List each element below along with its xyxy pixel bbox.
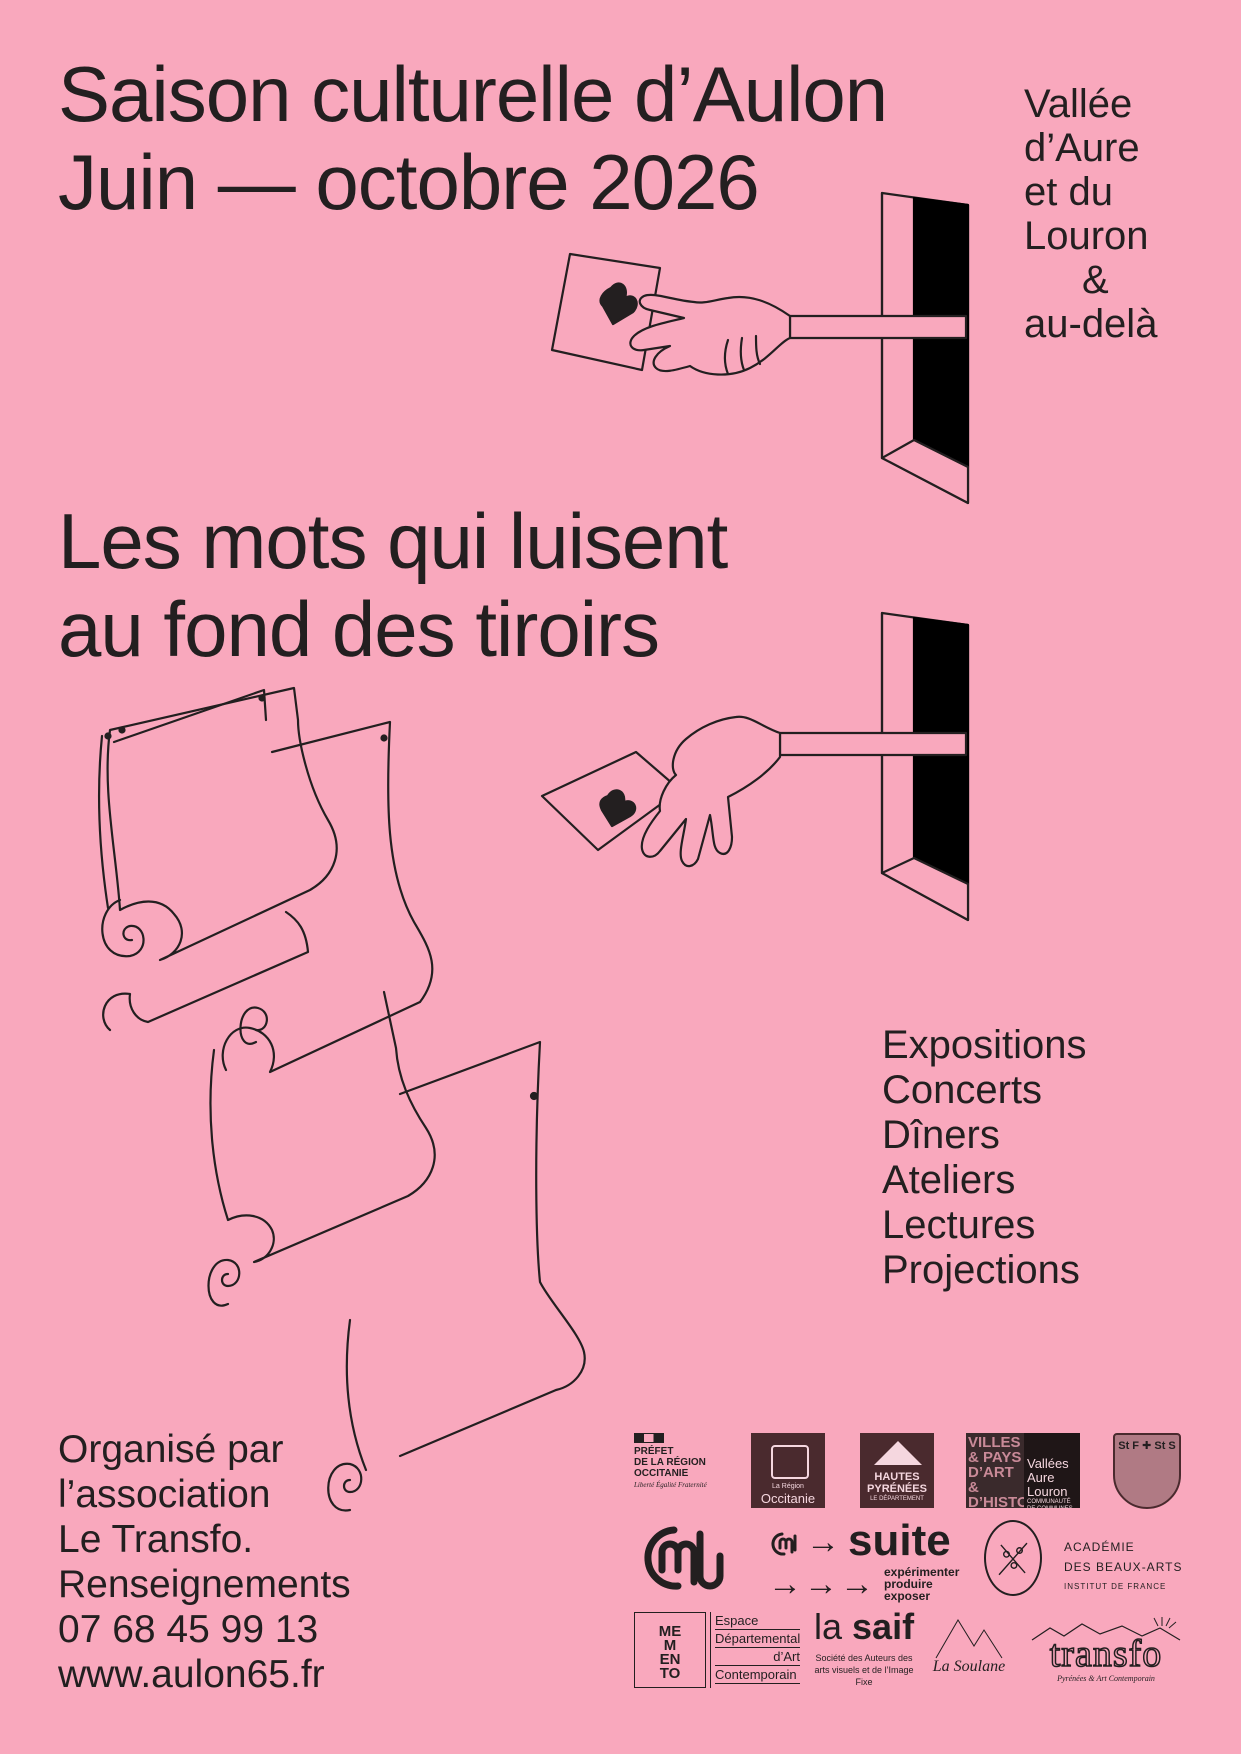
saif-logo: la saif — [814, 1606, 915, 1647]
cnap-small-icon — [771, 1532, 797, 1556]
region-line: au-delà — [1024, 302, 1158, 346]
title-line-2: Juin — octobre 2026 — [58, 138, 760, 226]
la-soulane-logo: La Soulane — [928, 1612, 1010, 1688]
prefet-occitanie-logo: PRÉFET DE LA RÉGION OCCITANIE Liberté Ég… — [634, 1433, 726, 1511]
activity-item: Dîners — [882, 1113, 1000, 1157]
subtitle-line-1: Les mots qui luisent — [58, 497, 728, 585]
region-line: Vallée — [1024, 82, 1133, 126]
mountain-icon — [874, 1441, 922, 1465]
organizer-line: Le Transfo. — [58, 1518, 254, 1561]
window-illustration-top — [880, 191, 970, 505]
saif-tagline: Société des Auteurs des arts visuels et … — [814, 1653, 914, 1687]
hand-card-illustration-top — [550, 252, 968, 376]
academie-beaux-arts-logo: ACADÉMIE DES BEAUX-ARTS INSTITUT DE FRAN… — [1064, 1540, 1183, 1591]
activity-item: Concerts — [882, 1068, 1043, 1112]
hand-card-illustration-bottom — [540, 715, 968, 868]
main-title: Saison culturelle d’Aulon Juin — octobre… — [58, 50, 888, 226]
organizer-line: Renseignements — [58, 1563, 351, 1606]
phone-number[interactable]: 07 68 45 99 13 — [58, 1608, 319, 1651]
aulon-coat-of-arms-logo: St F ✚ St S — [1113, 1433, 1181, 1509]
espace-departemental-logo: Espace Départemental d’Art Contemporain — [710, 1612, 800, 1688]
region-ampersand: & — [1082, 258, 1109, 302]
arrow-right-icon: → — [806, 1523, 840, 1561]
exhibition-title: Les mots qui luisent au fond des tiroirs — [58, 497, 728, 673]
villes-pays-art-histoire-logo: VILLES & PAYS D’ART & D’HISTOIRE — [966, 1433, 1024, 1508]
region-line: et du — [1024, 170, 1113, 214]
region-occitanie-logo: La Région Occitanie — [751, 1433, 825, 1508]
organizer-line: Organisé par — [58, 1428, 284, 1471]
region-text: Vallée d’Aure et du Louron & au-delà — [1024, 82, 1157, 346]
region-line: d’Aure — [1024, 126, 1140, 170]
organizer-info: Organisé par l’association Le Transfo. R… — [58, 1427, 351, 1697]
cnap-logo — [644, 1526, 724, 1590]
activity-item: Projections — [882, 1248, 1080, 1292]
suite-logo-word: suite — [848, 1516, 951, 1565]
region-line: Louron — [1024, 214, 1149, 258]
title-line-1: Saison culturelle d’Aulon — [58, 50, 888, 138]
memento-logo: ME M EN TO — [634, 1612, 706, 1688]
activity-item: Expositions — [882, 1023, 1087, 1067]
scrolls-illustration — [98, 686, 586, 1512]
occitan-cross-icon — [771, 1445, 809, 1479]
marianne-icon — [634, 1433, 664, 1443]
arrows-icon: →→→ — [768, 1565, 876, 1603]
organizer-line: l’association — [58, 1473, 271, 1516]
academie-emblem-icon — [984, 1520, 1042, 1596]
suite-tagline: expérimenter produire exposer — [884, 1565, 960, 1603]
activities-list: Expositions Concerts Dîners Ateliers Lec… — [882, 1023, 1087, 1293]
subtitle-line-2: au fond des tiroirs — [58, 585, 660, 673]
transfo-logo: transfo Pyrénées & Art Contemporain — [1030, 1616, 1182, 1686]
aure-louron-logo: Vallées Aure Louron COMMUNAUTÉ DE COMMUN… — [1024, 1433, 1080, 1508]
activity-item: Ateliers — [882, 1158, 1016, 1202]
mountains-icon — [935, 1619, 1003, 1659]
mountain-sun-icon — [1031, 1617, 1181, 1641]
window-illustration-bottom — [880, 611, 970, 922]
website-link[interactable]: www.aulon65.fr — [58, 1653, 325, 1696]
hautes-pyrenees-logo: HAUTES PYRÉNÉES LE DÉPARTEMENT — [860, 1433, 934, 1508]
activity-item: Lectures — [882, 1203, 1036, 1247]
